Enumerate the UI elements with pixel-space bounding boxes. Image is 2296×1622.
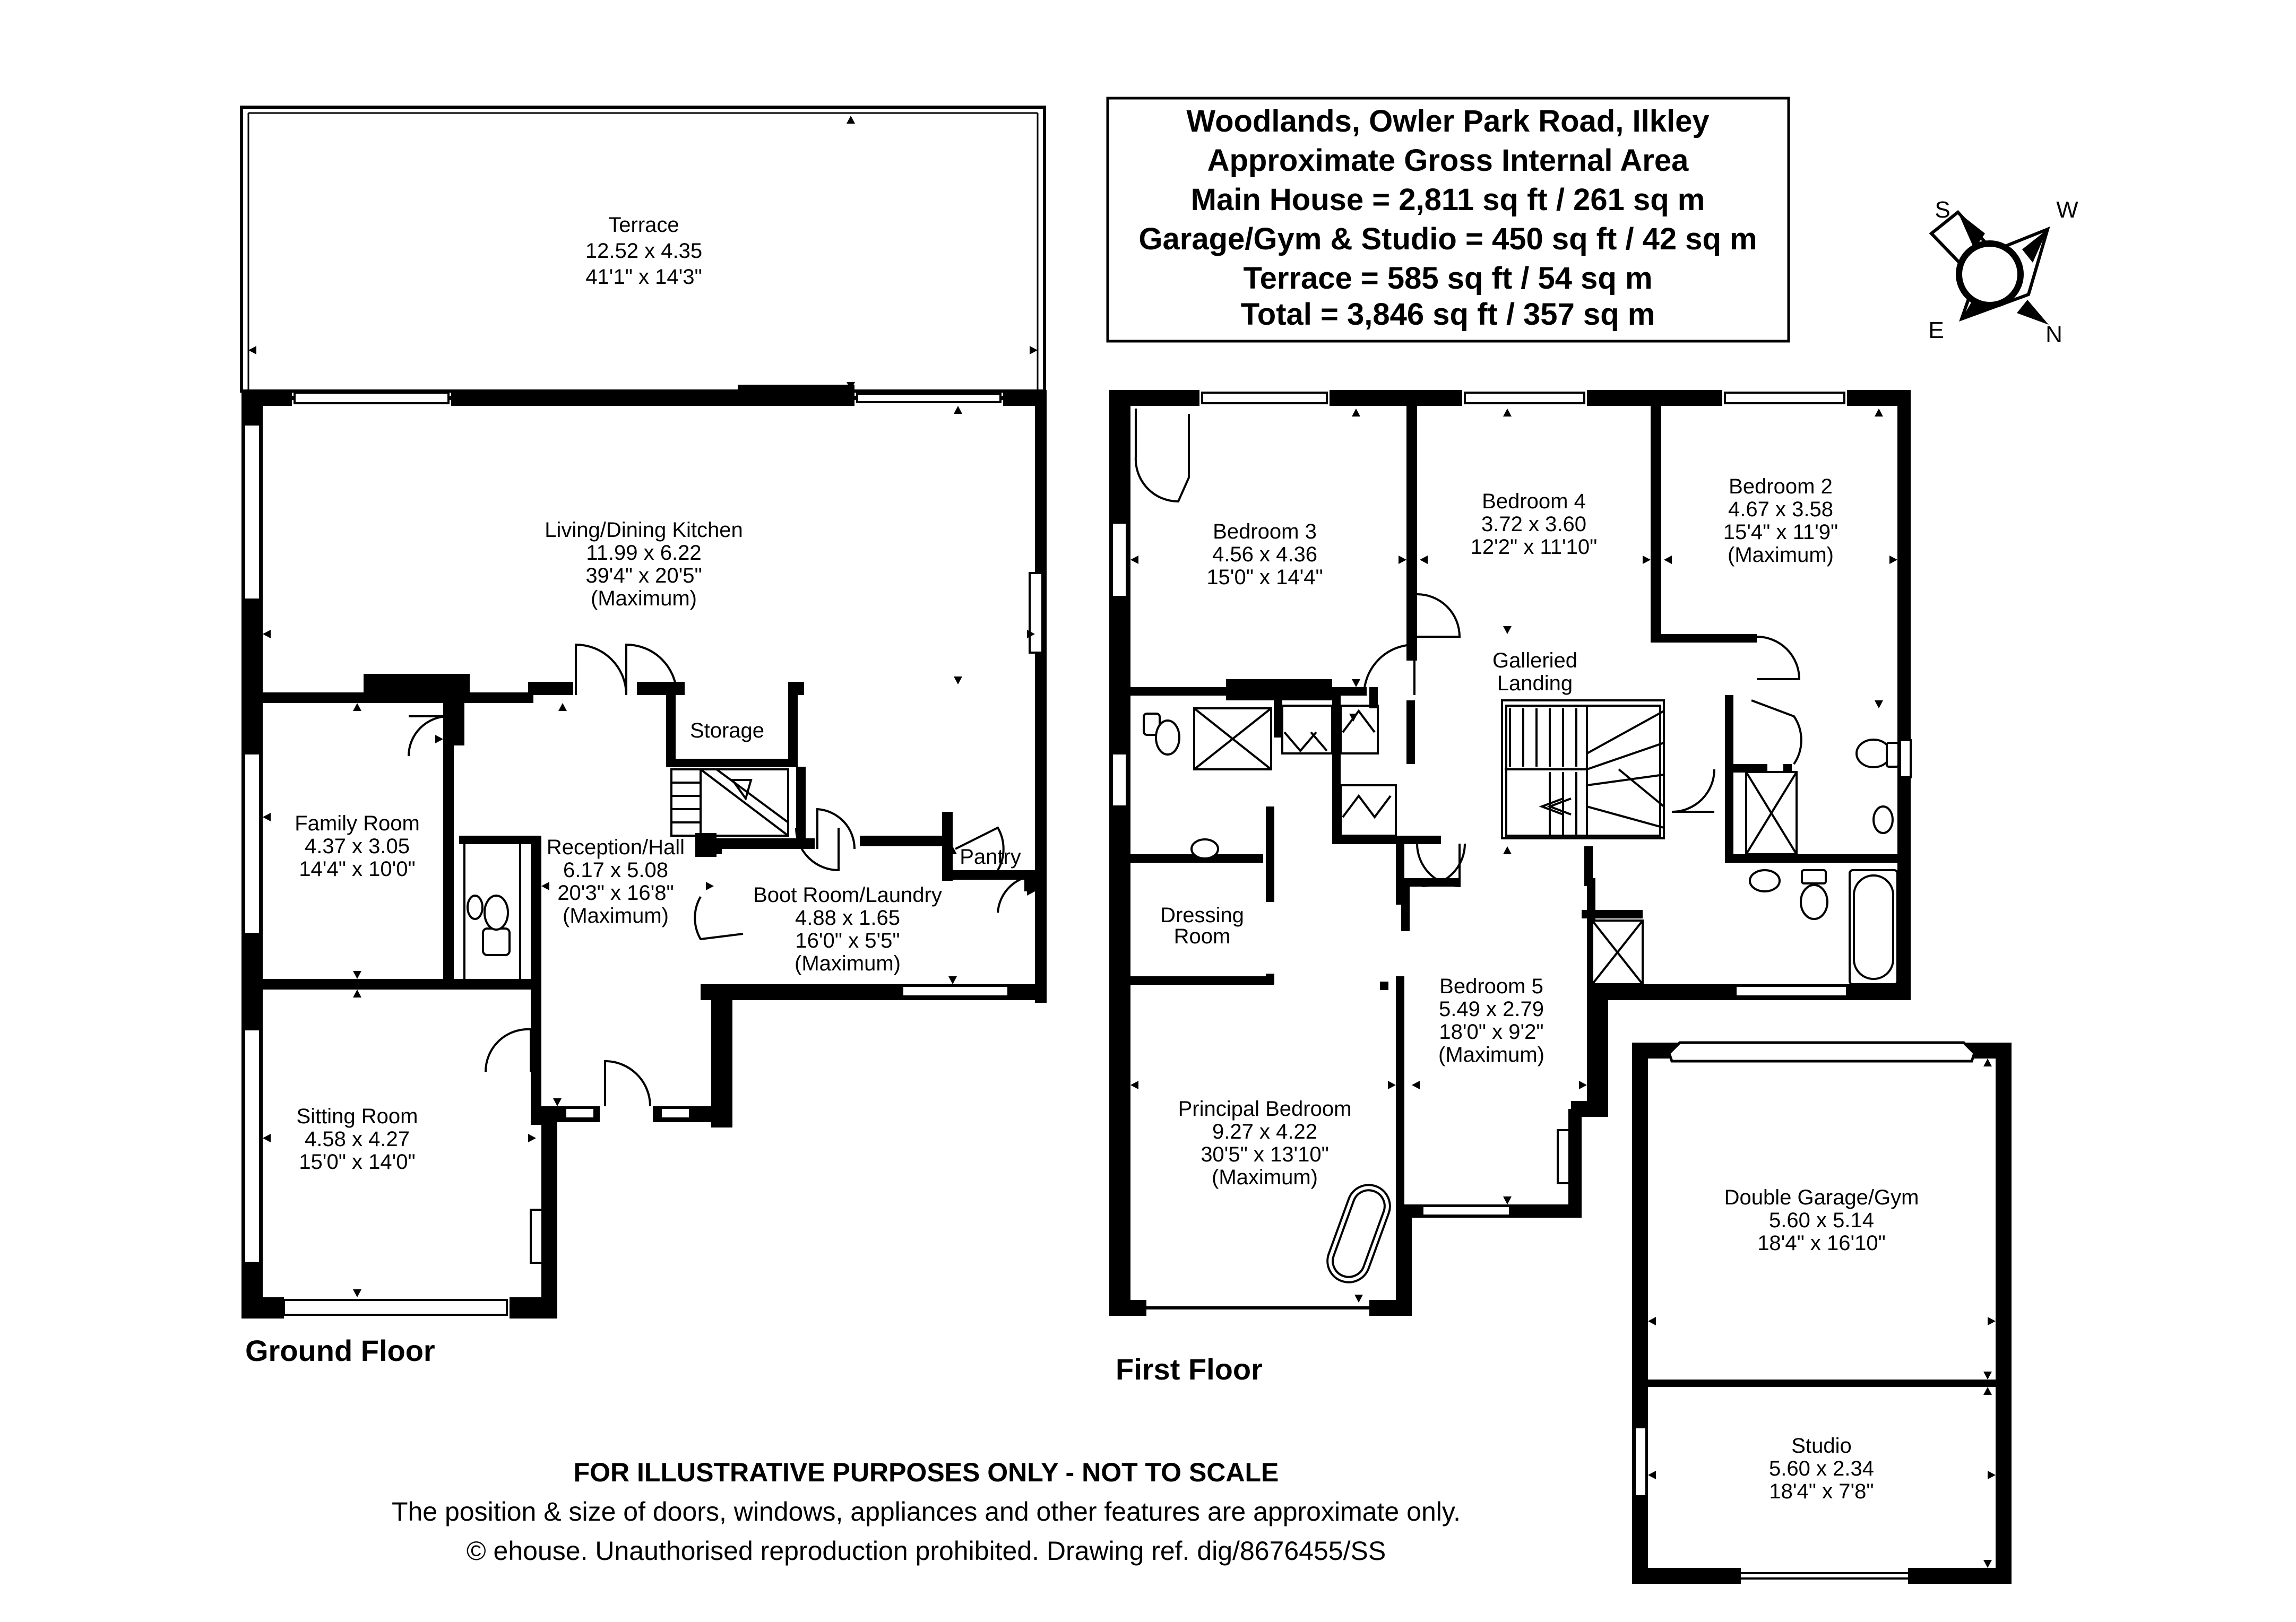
bed2-note: (Maximum)	[1728, 543, 1834, 567]
garage-studio-plan: Double Garage/Gym 5.60 x 5.14 18'4" x 16…	[1632, 1041, 2012, 1584]
boot-metric: 4.88 x 1.65	[795, 906, 900, 930]
family-metric: 4.37 x 3.05	[305, 835, 410, 858]
main-house-area: Main House = 2,811 sq ft / 261 sq m	[1191, 183, 1705, 217]
dressing-label-1: Dressing	[1160, 904, 1244, 927]
pantry-label: Pantry	[960, 845, 1021, 869]
reception-metric: 6.17 x 5.08	[563, 858, 668, 882]
living-imperial: 39'4" x 20'5"	[585, 564, 702, 587]
principal-note: (Maximum)	[1212, 1166, 1318, 1189]
bed3-label: Bedroom 3	[1213, 520, 1317, 543]
wardrobes	[1281, 705, 1397, 837]
garage-label: Double Garage/Gym	[1724, 1186, 1919, 1209]
bed2-label: Bedroom 2	[1729, 475, 1833, 498]
bathroom-fittings	[1143, 707, 1900, 1283]
total-area: Total = 3,846 sq ft / 357 sq m	[1241, 297, 1655, 332]
first-floor-plan: Bedroom 3 4.56 x 4.36 15'0" x 14'4" Bedr…	[1109, 390, 1912, 1316]
principal-imperial: 30'5" x 13'10"	[1201, 1143, 1329, 1166]
studio-imperial: 18'4" x 7'8"	[1769, 1480, 1874, 1503]
bed4-metric: 3.72 x 3.60	[1481, 513, 1586, 536]
area-summary-box: Woodlands, Owler Park Road, Ilkley Appro…	[1106, 97, 1790, 343]
garage-studio-area: Garage/Gym & Studio = 450 sq ft / 42 sq …	[1138, 222, 1757, 256]
bed5-metric: 5.49 x 2.79	[1439, 998, 1544, 1021]
landing-label-2: Landing	[1497, 672, 1573, 695]
bed5-imperial: 18'0" x 9'2"	[1439, 1020, 1543, 1044]
family-imperial: 14'4" x 10'0"	[299, 857, 415, 881]
reception-label: Reception/Hall	[547, 836, 685, 859]
terrace-label: Terrace	[608, 213, 679, 237]
living-note: (Maximum)	[591, 587, 697, 610]
compass-s-label: S	[1935, 197, 1950, 223]
garage-imperial: 18'4" x 16'10"	[1757, 1231, 1886, 1255]
compass-e-label: E	[1928, 317, 1944, 343]
compass-n-label: N	[2045, 322, 2062, 348]
dressing-label-2: Room	[1174, 925, 1231, 948]
studio-metric: 5.60 x 2.34	[1769, 1457, 1874, 1480]
bed4-imperial: 12'2" x 11'10"	[1471, 535, 1598, 559]
storage-label: Storage	[690, 719, 764, 742]
disclaimer-text: The position & size of doors, windows, a…	[392, 1497, 1461, 1526]
sitting-imperial: 15'0" x 14'0"	[299, 1150, 415, 1174]
compass-icon: S W E N	[1928, 197, 2078, 348]
garage-metric: 5.60 x 5.14	[1769, 1209, 1874, 1232]
ground-dimension-arrows	[248, 116, 1038, 1297]
bed3-metric: 4.56 x 4.36	[1212, 543, 1317, 566]
ground-staircase	[670, 768, 789, 837]
family-label: Family Room	[295, 812, 420, 835]
ground-floor-label: Ground Floor	[245, 1334, 435, 1367]
first-staircase	[1501, 699, 1665, 839]
ground-wc	[463, 844, 521, 979]
boot-imperial: 16'0" x 5'5"	[795, 929, 900, 952]
bed3-imperial: 15'0" x 14'4"	[1206, 566, 1323, 589]
living-metric: 11.99 x 6.22	[586, 541, 701, 565]
copyright-text: © ehouse. Unauthorised reproduction proh…	[467, 1536, 1386, 1566]
principal-metric: 9.27 x 4.22	[1212, 1120, 1317, 1143]
living-label: Living/Dining Kitchen	[545, 518, 743, 542]
principal-label: Principal Bedroom	[1178, 1097, 1352, 1121]
disclaimer: FOR ILLUSTRATIVE PURPOSES ONLY - NOT TO …	[392, 1458, 1461, 1566]
bed2-imperial: 15'4" x 11'9"	[1723, 521, 1838, 544]
studio-label: Studio	[1791, 1434, 1851, 1458]
disclaimer-heading: FOR ILLUSTRATIVE PURPOSES ONLY - NOT TO …	[574, 1458, 1279, 1487]
reception-imperial: 20'3" x 16'8"	[557, 881, 674, 905]
sitting-metric: 4.58 x 4.27	[305, 1127, 410, 1151]
first-dimension-arrows	[1130, 409, 1897, 1303]
terrace-imperial: 41'1" x 14'3"	[585, 265, 702, 289]
boot-note: (Maximum)	[795, 952, 901, 975]
ground-floor-plan: Terrace 12.52 x 4.35 41'1" x 14'3" Livin…	[240, 106, 1047, 1319]
sitting-label: Sitting Room	[297, 1105, 418, 1128]
landing-label-1: Galleried	[1492, 649, 1577, 672]
bed5-note: (Maximum)	[1438, 1043, 1544, 1066]
terrace-metric: 12.52 x 4.35	[585, 239, 702, 263]
first-floor-label: First Floor	[1116, 1352, 1263, 1386]
garage-dimension-arrows	[1648, 1059, 1996, 1568]
area-heading: Approximate Gross Internal Area	[1207, 143, 1689, 178]
property-title: Woodlands, Owler Park Road, Ilkley	[1186, 104, 1709, 138]
bed5-label: Bedroom 5	[1439, 975, 1543, 998]
bed2-metric: 4.67 x 3.58	[1728, 498, 1833, 521]
terrace-area: Terrace = 585 sq ft / 54 sq m	[1243, 261, 1652, 296]
bed4-label: Bedroom 4	[1482, 490, 1586, 513]
compass-w-label: W	[2056, 197, 2078, 223]
boot-label: Boot Room/Laundry	[753, 883, 942, 907]
reception-note: (Maximum)	[563, 904, 669, 927]
